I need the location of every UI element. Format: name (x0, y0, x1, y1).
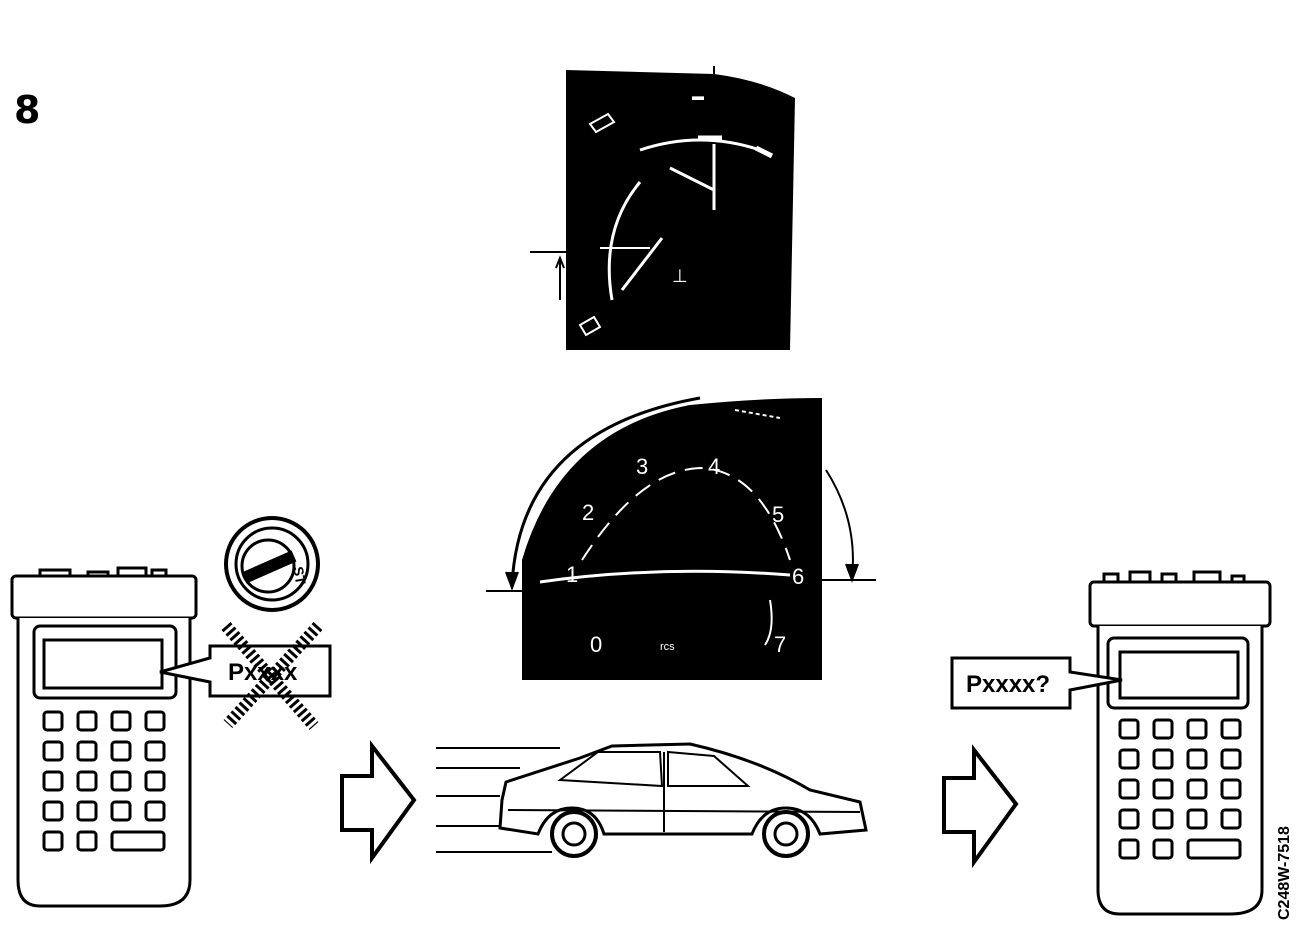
tach-unit-label: rcs (660, 641, 675, 653)
tach-tick-1: 1 (566, 562, 578, 587)
tester-left: Pxxxx (10, 566, 332, 908)
step-number: 8 (14, 88, 41, 132)
temperature-gauge: ⊥ ▬ (530, 66, 795, 350)
tester-right-callout (950, 656, 1123, 710)
arrow-right-2 (942, 744, 1019, 869)
tach-tick-6: 6 (792, 564, 804, 589)
arrow-right-1 (340, 740, 417, 865)
tach-tick-3: 3 (636, 454, 648, 479)
tachometer: 0 1 2 3 4 5 6 7 rcs (486, 396, 876, 680)
tester-left-keypad (42, 710, 166, 852)
cross-out-icon (221, 621, 323, 730)
tach-tick-5: 5 (772, 502, 784, 527)
ignition-switch: ST (224, 516, 320, 612)
tester-right: Pxxxx? (950, 570, 1272, 916)
tester-right-message: Pxxxx? (966, 671, 1050, 698)
tach-tick-7: 7 (774, 632, 786, 657)
tester-right-keypad (1118, 718, 1242, 860)
tach-tick-0: 0 (590, 632, 602, 657)
svg-text:⊥: ⊥ (672, 266, 688, 286)
tach-tick-4: 4 (708, 454, 720, 479)
ignition-st-label: ST (290, 565, 309, 586)
tach-tick-2: 2 (582, 500, 594, 525)
svg-text:▬: ▬ (692, 89, 704, 103)
car-illustration (436, 742, 868, 858)
